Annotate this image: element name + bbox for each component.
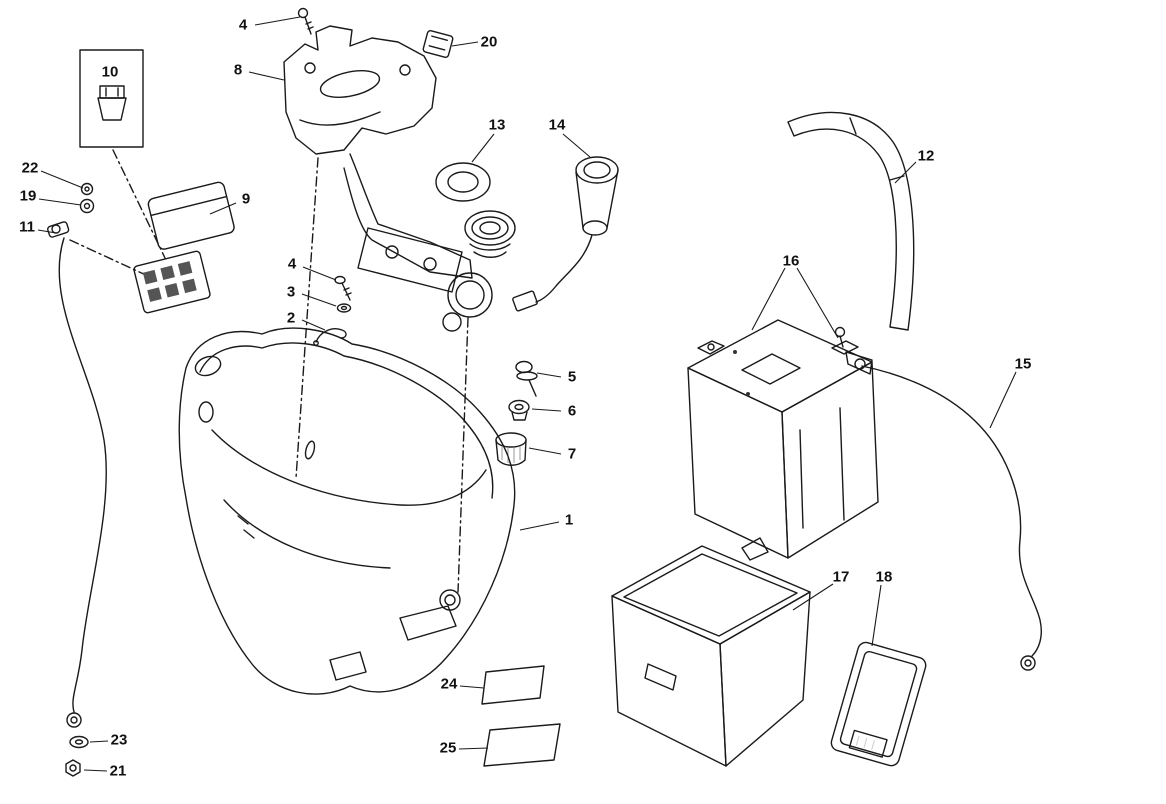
callout-label-4: 4 (239, 17, 248, 34)
part-14-socket (512, 156, 619, 312)
callout-leader-line (519, 521, 560, 531)
callout-leader-line (562, 133, 591, 158)
callout-label-23: 23 (111, 732, 128, 749)
part-6-grommet (508, 399, 530, 421)
callout-label-14: 14 (549, 117, 566, 134)
part-9-relay (133, 181, 235, 314)
callout-leader-line (83, 769, 108, 772)
callout-leader-line (989, 371, 1017, 429)
part-15-battery-cable (854, 358, 1042, 671)
part-20-connector (422, 29, 454, 59)
callout-leader-line (796, 267, 839, 339)
callout-leader-line (458, 747, 489, 750)
part-5-screw (515, 360, 538, 397)
callout-leader-line (89, 740, 109, 743)
callout-leader-line (894, 161, 917, 184)
callout-leader-line (536, 372, 562, 378)
callout-label-24: 24 (441, 676, 458, 693)
callout-leader-line (528, 447, 562, 455)
callout-leader-line (209, 202, 237, 215)
part-24-pad (481, 665, 545, 705)
callout-label-10: 10 (102, 64, 119, 81)
callout-leader-line (38, 198, 82, 206)
part-12-battery-strap (787, 111, 915, 331)
callout-label-13: 13 (489, 117, 506, 134)
callout-leader-line (254, 16, 301, 26)
callout-label-15: 15 (1015, 356, 1032, 373)
part-16-battery (687, 319, 879, 559)
callout-label-9: 9 (242, 191, 250, 208)
callout-label-25: 25 (440, 740, 457, 757)
callout-label-3: 3 (287, 284, 295, 301)
callout-label-1: 1 (565, 512, 573, 529)
callout-label-17: 17 (833, 569, 850, 586)
callout-leader-line (451, 41, 479, 47)
part-18-ecu (830, 641, 927, 767)
callout-label-4: 4 (288, 256, 297, 273)
callout-label-16: 16 (783, 253, 800, 270)
callout-label-7: 7 (568, 446, 576, 463)
callout-leader-line (301, 293, 337, 307)
callout-leader-line (531, 408, 562, 412)
callout-label-22: 22 (22, 160, 39, 177)
callout-leader-line (792, 583, 834, 611)
part-7-rubber-damper (495, 432, 527, 466)
callout-label-19: 19 (20, 188, 37, 205)
callout-label-8: 8 (234, 62, 242, 79)
callout-label-21: 21 (110, 763, 127, 780)
part-23-washer (69, 735, 89, 749)
callout-leader-line (471, 133, 495, 163)
callout-label-5: 5 (568, 369, 576, 386)
callout-leader-line (37, 229, 57, 234)
callout-leader-line (459, 685, 485, 689)
part-8-bracket (283, 25, 493, 332)
callout-label-6: 6 (568, 403, 576, 420)
part-11-ground-cable (47, 221, 107, 728)
callout-label-20: 20 (481, 34, 498, 51)
part-13-cap (435, 162, 516, 258)
callout-label-11: 11 (19, 219, 35, 236)
callout-leader-line (301, 319, 326, 331)
part-17-battery-box (611, 537, 811, 767)
assembly-axis-lines (69, 149, 469, 593)
callout-label-18: 18 (876, 569, 893, 586)
part-4-screw-top (297, 7, 314, 35)
part-3-washer (336, 303, 352, 313)
callout-leader-line (871, 584, 882, 647)
part-22-washer (80, 182, 94, 196)
part-10-fuse (79, 49, 144, 148)
part-21-nut (65, 759, 81, 777)
callout-leader-line (248, 71, 285, 81)
part-19-washer (79, 198, 95, 214)
part-25-pad (483, 723, 561, 767)
callout-leader-line (40, 170, 84, 189)
callout-leader-line (751, 267, 786, 331)
callout-label-12: 12 (918, 148, 935, 165)
callout-label-2: 2 (287, 310, 295, 327)
callout-leader-line (302, 266, 337, 281)
part-4-screw (334, 275, 352, 301)
part-1-battery-tray (178, 327, 516, 695)
